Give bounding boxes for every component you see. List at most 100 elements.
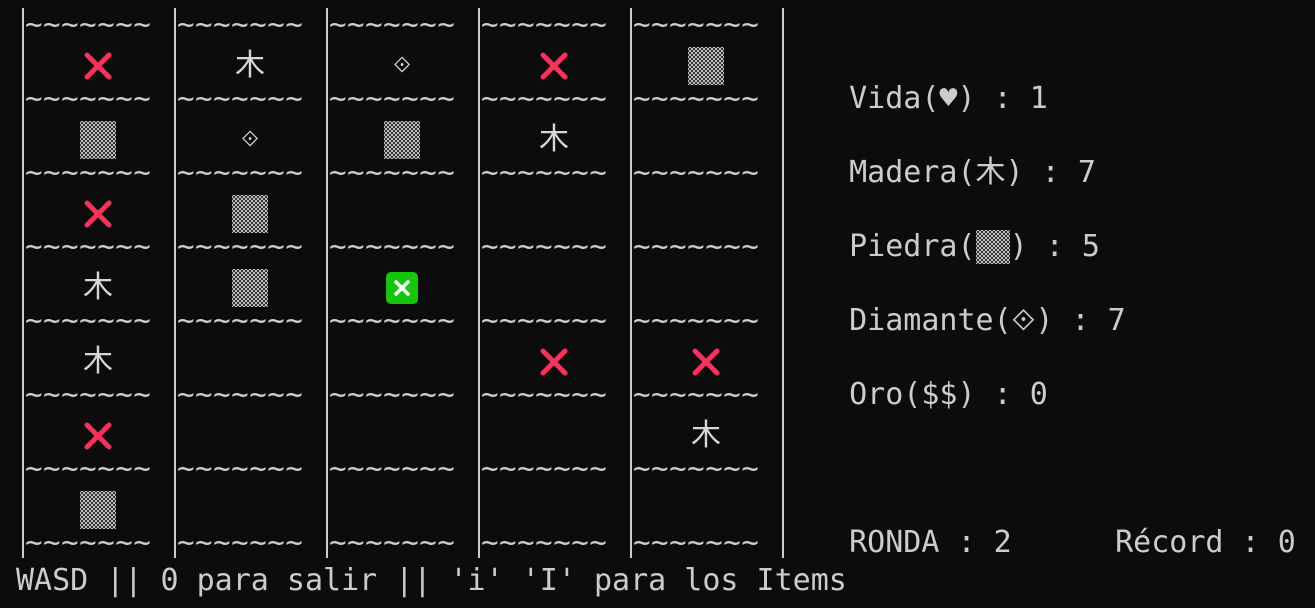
cross-icon <box>534 46 574 86</box>
empty-cell <box>382 342 422 382</box>
grid-separator: ~~~~~~~ <box>481 7 608 41</box>
board-cell: ⟐ <box>176 117 324 163</box>
stone-icon <box>975 230 1010 264</box>
wood-glyph: 木 <box>539 122 569 157</box>
board-cell <box>176 487 324 533</box>
grid-separator: ~~~~~~~ <box>633 81 760 115</box>
wood-icon: 木 <box>230 46 270 86</box>
grid-separator: ~~~~~~~ <box>481 155 608 189</box>
grid-separator: ~~~~~~~ <box>329 303 456 337</box>
board-cell <box>328 117 476 163</box>
grid-separator: ~~~~~~~ <box>633 525 760 559</box>
wood-glyph: 木 <box>83 270 113 305</box>
game-board: ~~~~~~~ ~~~~~~~ ~~~~~~~ ~~~~~~~ ~~~~~~~ ~~~~~… <box>16 0 796 560</box>
board-cell: 木 <box>480 117 628 163</box>
grid-separator: ~~~~~~~ <box>633 303 760 337</box>
record-label: Récord : <box>1115 525 1278 560</box>
wood-glyph: 木 <box>235 48 265 83</box>
wood-icon: 木 <box>534 120 574 160</box>
gold-value: 0 <box>1029 377 1048 412</box>
board-cell <box>480 43 628 89</box>
board-cell <box>632 117 780 163</box>
board-cell <box>480 191 628 237</box>
grid-separator: ~~~~~~~ <box>25 451 152 485</box>
grid-divider <box>174 8 176 558</box>
board-cell: 木 <box>24 265 172 311</box>
board-cell <box>632 487 780 533</box>
round-stat: RONDA : 2 <box>813 489 1012 561</box>
diamond-icon: ⟐ <box>382 46 422 86</box>
stone-label-post: ) : <box>1009 229 1082 264</box>
grid-separator: ~~~~~~~ <box>25 81 152 115</box>
grid-separator: ~~~~~~~ <box>329 451 456 485</box>
wood-stat: Madera(木) : 7 <box>813 119 1096 191</box>
empty-cell <box>686 120 726 160</box>
diamond-icon: ⟐ <box>230 120 270 160</box>
grid-separator: ~~~~~~~ <box>481 81 608 115</box>
grid-separator: ~~~~~~~ <box>177 451 304 485</box>
stone-texture <box>232 269 268 307</box>
stone-block-icon <box>230 194 270 234</box>
grid-separator: ~~~~~~~ <box>633 229 760 263</box>
cross-mark <box>535 343 573 381</box>
empty-cell <box>382 194 422 234</box>
board-cell: 木 <box>632 413 780 459</box>
cross-icon <box>534 342 574 382</box>
stone-block-icon <box>78 490 118 530</box>
wood-value: 7 <box>1077 155 1096 190</box>
grid-divider <box>630 8 632 558</box>
wood-glyph: 木 <box>691 418 721 453</box>
board-cell <box>632 191 780 237</box>
diamond-label: Diamante(⟐) : <box>849 303 1108 338</box>
grid-divider <box>782 8 784 558</box>
board-cell <box>24 191 172 237</box>
board-cell <box>480 487 628 533</box>
empty-cell <box>686 490 726 530</box>
stone-block-icon <box>382 120 422 160</box>
empty-cell <box>534 490 574 530</box>
grid-separator: ~~~~~~~ <box>329 525 456 559</box>
board-cell <box>24 487 172 533</box>
grid-separator: ~~~~~~~ <box>177 303 304 337</box>
empty-cell <box>534 416 574 456</box>
grid-separator: ~~~~~~~ <box>25 7 152 41</box>
player-cross-icon <box>382 268 422 308</box>
stone-value: 5 <box>1081 229 1100 264</box>
wood-icon: 木 <box>78 268 118 308</box>
cross-icon <box>78 46 118 86</box>
board-cell <box>632 339 780 385</box>
cross-mark <box>535 47 573 85</box>
empty-cell <box>230 416 270 456</box>
cross-mark <box>79 195 117 233</box>
grid-separator: ~~~~~~~ <box>481 451 608 485</box>
grid-separator: ~~~~~~~ <box>177 229 304 263</box>
empty-cell <box>382 490 422 530</box>
grid-divider <box>326 8 328 558</box>
grid-separator: ~~~~~~~ <box>25 229 152 263</box>
board-cell <box>176 191 324 237</box>
board-cell <box>328 413 476 459</box>
grid-separator: ~~~~~~~ <box>481 229 608 263</box>
empty-cell <box>686 268 726 308</box>
diamond-glyph: ⟐ <box>393 53 411 78</box>
grid-separator: ~~~~~~~ <box>481 377 608 411</box>
board-cell <box>632 43 780 89</box>
grid-separator: ~~~~~~~ <box>329 377 456 411</box>
gold-label: Oro($$) : <box>849 377 1030 412</box>
grid-separator: ~~~~~~~ <box>633 451 760 485</box>
cross-icon <box>686 342 726 382</box>
board-cell <box>176 413 324 459</box>
wood-icon: 木 <box>78 342 118 382</box>
stone-texture <box>80 491 116 529</box>
life-value: 1 <box>1029 81 1048 116</box>
stone-texture <box>688 47 724 85</box>
board-cell <box>480 265 628 311</box>
board-cell <box>328 339 476 385</box>
stone-texture <box>384 121 420 159</box>
grid-separator: ~~~~~~~ <box>329 81 456 115</box>
grid-separator: ~~~~~~~ <box>329 7 456 41</box>
diamond-stat: Diamante(⟐) : 7 <box>813 267 1126 339</box>
grid-separator: ~~~~~~~ <box>633 7 760 41</box>
grid-separator: ~~~~~~~ <box>25 525 152 559</box>
grid-separator: ~~~~~~~ <box>481 525 608 559</box>
